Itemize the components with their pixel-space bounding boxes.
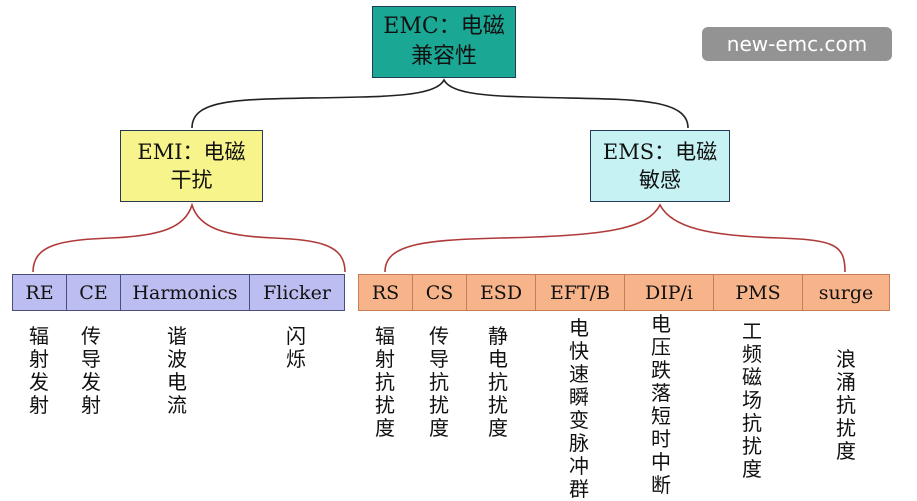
- ems-desc-rs: 辐射抗扰度: [375, 324, 395, 440]
- ems-leaf-rs: RS: [358, 274, 413, 311]
- emi-desc-re: 辐射发射: [29, 324, 49, 417]
- ems-desc-eft: 电快速瞬变脉冲群: [569, 316, 589, 501]
- ems-leaf-surge: surge: [802, 274, 890, 311]
- ems-leaf-esd: ESD: [466, 274, 536, 311]
- emi-leaf-harmonics-label: Harmonics: [132, 281, 238, 304]
- ems-leaf-cs-label: CS: [425, 281, 454, 304]
- ems-leaf-surge-label: surge: [818, 281, 874, 304]
- ems-label: EMS：电磁敏感: [602, 139, 718, 192]
- emc-root-box: EMC：电磁兼容性: [372, 6, 516, 78]
- ems-leaf-eft-label: EFT/B: [549, 281, 611, 304]
- ems-desc-cs: 传导抗扰度: [429, 324, 449, 440]
- root-connector: [191, 78, 689, 129]
- ems-desc-surge: 浪涌抗扰度: [836, 347, 856, 463]
- emi-label: EMI：电磁干扰: [137, 139, 246, 192]
- ems-desc-pms: 工频磁场抗扰度: [742, 319, 762, 481]
- ems-connector: [384, 203, 846, 273]
- emi-connector: [32, 202, 346, 273]
- emi-box: EMI：电磁干扰: [120, 130, 263, 202]
- ems-leaf-eft: EFT/B: [535, 274, 625, 311]
- ems-desc-dip: 电压跌落短时中断: [651, 312, 671, 497]
- emi-leaf-ce-label: CE: [79, 281, 108, 304]
- watermark-label: new-emc.com: [702, 27, 892, 61]
- ems-box: EMS：电磁敏感: [590, 130, 730, 202]
- ems-leaf-pms: PMS: [713, 274, 803, 311]
- emi-leaf-flicker-label: Flicker: [263, 281, 331, 304]
- ems-desc-esd: 静电抗扰度: [488, 324, 508, 440]
- emi-leaf-harmonics: Harmonics: [120, 274, 250, 311]
- ems-leaf-dip-label: DIP/i: [644, 281, 693, 304]
- emi-desc-ce: 传导发射: [81, 324, 101, 417]
- emi-leaf-re-label: RE: [25, 281, 54, 304]
- ems-leaf-cs: CS: [412, 274, 467, 311]
- emi-leaf-flicker: Flicker: [249, 274, 345, 311]
- emc-root-label: EMC：电磁兼容性: [383, 14, 505, 69]
- ems-leaf-dip: DIP/i: [624, 274, 714, 311]
- emi-desc-harmonics: 谐波电流: [167, 324, 187, 417]
- ems-leaf-pms-label: PMS: [735, 281, 781, 304]
- emi-leaf-ce: CE: [66, 274, 121, 311]
- ems-leaf-rs-label: RS: [371, 281, 400, 304]
- emi-leaf-re: RE: [12, 274, 67, 311]
- ems-leaf-esd-label: ESD: [479, 281, 523, 304]
- emi-desc-flicker: 闪烁: [286, 324, 306, 371]
